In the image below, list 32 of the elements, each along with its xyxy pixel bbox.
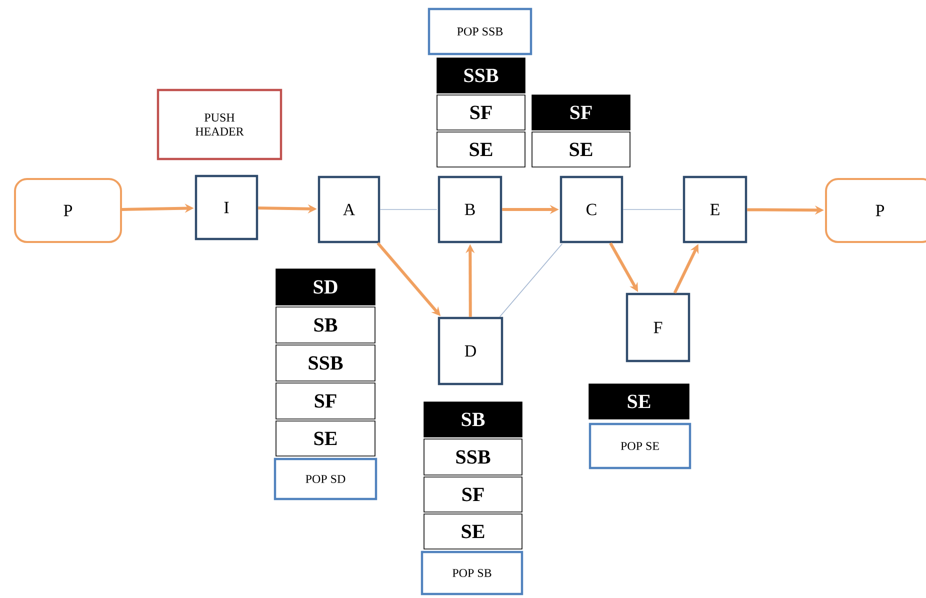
packet-box: P bbox=[14, 178, 122, 243]
stack-cell: SE bbox=[588, 384, 690, 420]
stack-pop-box: POP SSB bbox=[428, 8, 532, 56]
stack-cell: SF bbox=[276, 382, 376, 420]
stack-cell: SB bbox=[424, 402, 522, 438]
stack-pop-box: POP SB bbox=[420, 550, 524, 596]
stack-cell: SF bbox=[436, 94, 526, 130]
connector-line bbox=[380, 209, 438, 210]
router-box: C bbox=[560, 176, 624, 244]
connector-line bbox=[499, 243, 563, 318]
push-header-box: PUSH HEADER bbox=[156, 88, 282, 160]
stack-cell: SE bbox=[532, 132, 630, 168]
stack-cell: SF bbox=[532, 94, 630, 130]
stack-cell: SE bbox=[424, 514, 522, 550]
stack-cell: SD bbox=[276, 268, 376, 306]
router-box: A bbox=[318, 176, 380, 244]
router-box: I bbox=[194, 174, 258, 240]
router-box: E bbox=[682, 176, 748, 244]
stack-cell: SF bbox=[424, 476, 522, 512]
router-box: F bbox=[626, 292, 690, 362]
stack-pop-box: POP SE bbox=[588, 422, 692, 470]
router-box: B bbox=[438, 176, 502, 244]
stack-cell: SSB bbox=[436, 58, 526, 94]
stack-cell: SB bbox=[276, 306, 376, 344]
stack-pop-box: POP SD bbox=[274, 458, 378, 500]
stack-cell: SE bbox=[276, 420, 376, 456]
stack-cell: SSB bbox=[276, 344, 376, 382]
router-box: D bbox=[438, 316, 504, 386]
packet-box: P bbox=[825, 178, 926, 243]
stack-cell: SE bbox=[436, 132, 526, 168]
stack-cell: SSB bbox=[424, 438, 522, 476]
connector-line bbox=[622, 209, 682, 210]
